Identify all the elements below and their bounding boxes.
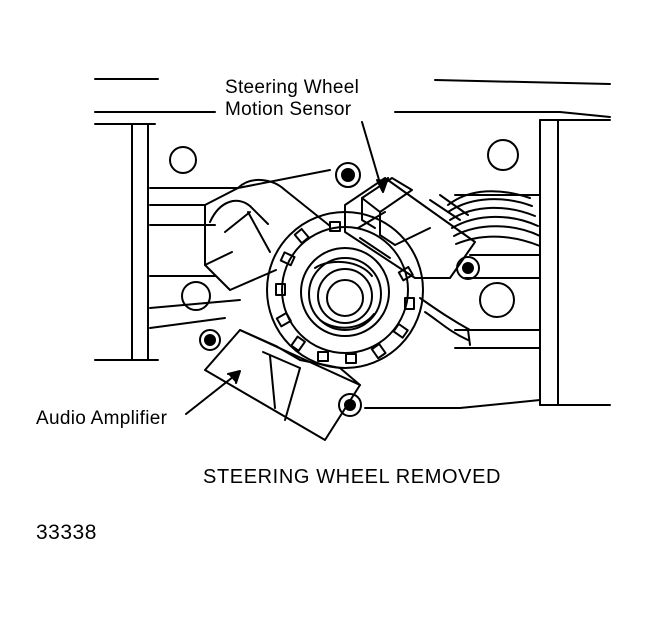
left-bracket [94, 123, 211, 361]
dash-panel-upper [94, 78, 611, 118]
amplifier-screw-left [199, 329, 221, 351]
steering-wheel-motion-sensor [335, 162, 480, 280]
figure-number: 33338 [36, 521, 97, 544]
leader-lines [185, 121, 389, 415]
left-upper-hole [169, 146, 197, 174]
sensor-screw-right [456, 256, 480, 280]
sensor-leader-line [361, 121, 383, 191]
left-lower-hole [181, 281, 211, 311]
amplifier-screw-right [338, 393, 362, 417]
right-upper-hole [487, 139, 519, 171]
amplifier-leader-arrow [227, 370, 241, 384]
column-clock-spring [266, 211, 424, 369]
wiring-harness [447, 190, 541, 247]
motion-sensor-label-line2: Motion Sensor [225, 99, 352, 120]
right-lower-hole [479, 282, 515, 318]
clock-spring-slots [275, 221, 415, 364]
sensor-leader-arrow [376, 177, 389, 193]
sensor-screw-top [335, 162, 361, 188]
lower-right-tab [419, 297, 471, 346]
amplifier-leader-line [185, 372, 239, 415]
audio-amplifier [199, 329, 362, 441]
motion-sensor-label-line1: Steering Wheel [225, 77, 360, 98]
audio-amplifier-label: Audio Amplifier [36, 408, 168, 429]
right-bracket [479, 119, 611, 406]
diagram-caption: STEERING WHEEL REMOVED [203, 466, 502, 488]
stalk-housing [204, 179, 331, 291]
motion-sensor-label: Steering Wheel Motion Sensor [225, 77, 359, 121]
